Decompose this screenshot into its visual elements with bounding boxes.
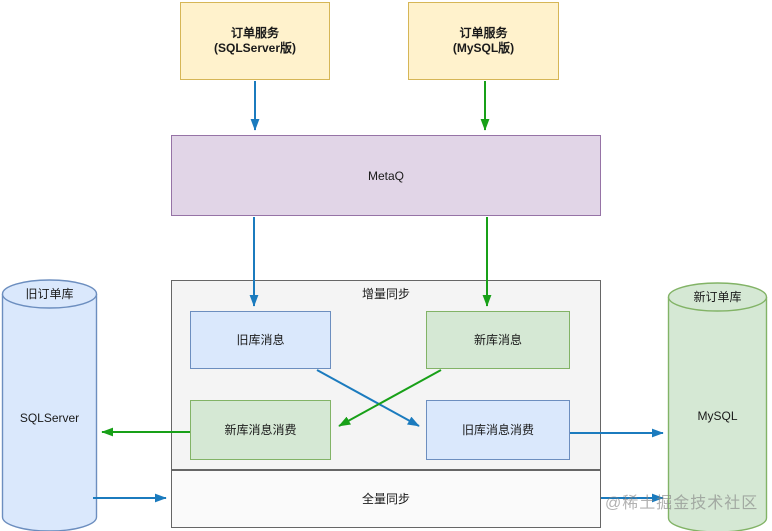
node-order-service-sqlserver: 订单服务 (SQLServer版) [180,2,330,80]
new-db-message-consume-label: 新库消息消费 [224,423,297,437]
service-old-line2: (SQLServer版) [213,41,297,55]
node-new-db-message: 新库消息 [426,311,570,369]
old-order-db-title: 旧订单库 [25,287,74,301]
node-full-sync: 全量同步 [171,470,601,528]
full-sync-label: 全量同步 [361,492,410,506]
node-new-db-message-consume: 新库消息消费 [190,400,331,460]
service-new-line2: (MySQL版) [452,41,515,55]
node-order-service-sqlserver-label: 订单服务 (SQLServer版) [214,26,296,56]
metaq-label: MetaQ [367,168,404,183]
new-order-db-title: 新订单库 [693,290,742,304]
old-db-message-consume-label: 旧库消息消费 [461,423,534,437]
new-order-db-engine: MySQL [697,409,738,423]
service-old-line1: 订单服务 [230,26,279,40]
old-db-message-label: 旧库消息 [236,333,285,347]
incremental-sync-label: 增量同步 [361,287,410,301]
service-new-line1: 订单服务 [459,26,508,40]
node-order-service-mysql-label: 订单服务 (MySQL版) [453,26,514,56]
old-order-db-engine: SQLServer [19,411,80,425]
juejin-watermark: @稀土掘金技术社区 [605,495,759,512]
cylinder-old-order-db [1,279,98,531]
node-order-service-mysql: 订单服务 (MySQL版) [408,2,559,80]
node-metaq: MetaQ [171,135,601,216]
new-db-message-label: 新库消息 [473,333,522,347]
node-old-db-message-consume: 旧库消息消费 [426,400,570,460]
node-old-db-message: 旧库消息 [190,311,331,369]
